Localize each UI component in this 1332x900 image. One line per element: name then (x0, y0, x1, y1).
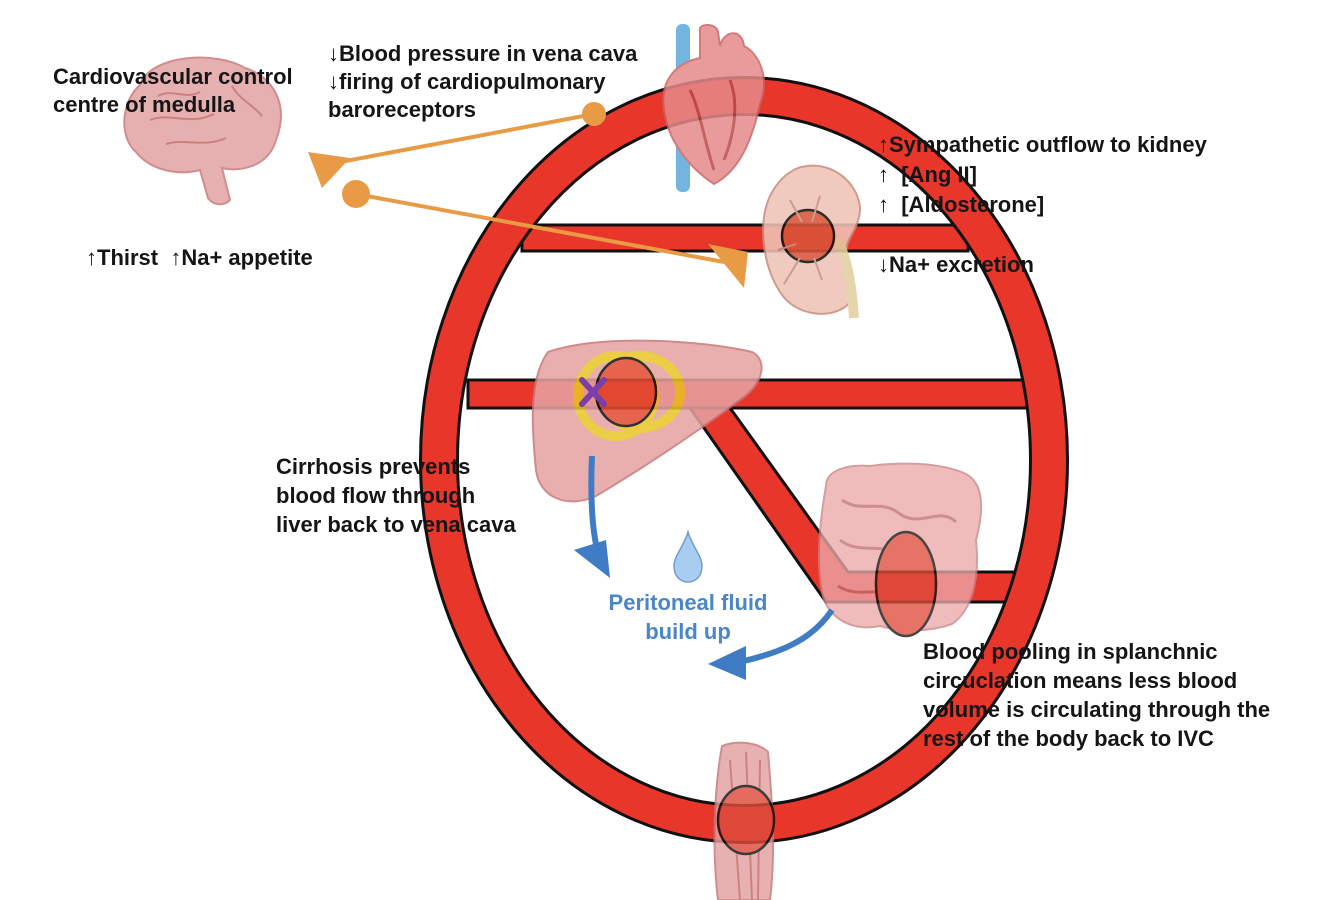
baroreceptor-label-line2: ↓firing of cardiopulmonary (328, 69, 606, 94)
pooling-label-line2: circuclation means less blood (923, 668, 1238, 693)
droplet-icon (673, 529, 703, 583)
heart-icon (662, 24, 765, 192)
peritoneal-label-line1: Peritoneal fluid (608, 590, 768, 615)
pooling-label-line1: Blood pooling in splanchnic (923, 639, 1218, 664)
peritoneal-label-line2: build up (645, 619, 731, 644)
pooling-label-line3: volume is circulating through the (923, 697, 1271, 722)
thirst-label: ↑Thirst ↑Na+ appetite (86, 245, 313, 270)
na-excretion-label: ↓Na+ excretion (878, 252, 1034, 277)
kidney-effects-line1: ↑Sympathetic outflow to kidney (878, 132, 1207, 157)
baroreceptor-label-line3: baroreceptors (328, 97, 476, 122)
cirrhosis-label-line3: liver back to vena cava (276, 512, 516, 537)
cirrhosis-label-line2: blood flow through (276, 483, 476, 508)
liver-leak-arrow (574, 455, 610, 578)
brain-label-line2: centre of medulla (53, 92, 236, 117)
kidney-icon (762, 164, 862, 319)
intestine-icon (818, 462, 983, 638)
kidney-effects-line2: ↑ [Ang II] (878, 162, 977, 187)
pooling-label-line4: rest of the body back to IVC (923, 726, 1214, 751)
baroreceptor-signal-arrow (308, 102, 606, 188)
cirrhosis-label-line1: Cirrhosis prevents (276, 454, 471, 479)
splanchnic-leak-arrow (708, 608, 835, 680)
brain-label-line1: Cardiovascular control (53, 64, 293, 89)
kidney-effects-line3: ↑ [Aldosterone] (878, 192, 1045, 217)
brain-icon (123, 56, 282, 206)
muscle-icon (713, 741, 776, 900)
sympathetic-signal-arrow (342, 180, 748, 288)
baroreceptor-label-line1: ↓Blood pressure in vena cava (328, 41, 638, 66)
blockage-x-icon (579, 377, 607, 407)
